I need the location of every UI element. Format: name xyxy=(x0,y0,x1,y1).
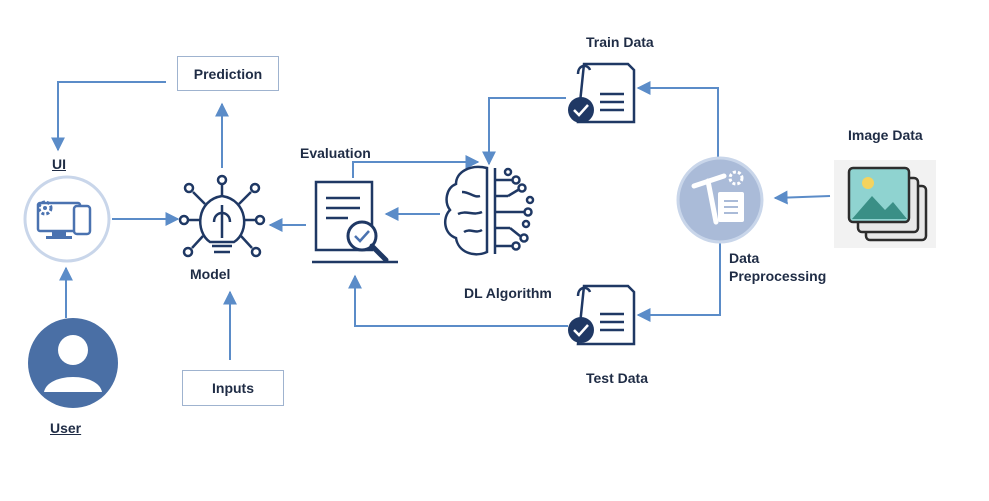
checked-document-icon xyxy=(568,284,636,346)
arrow-evaluation-to-dl xyxy=(352,155,480,178)
image-data-label: Image Data xyxy=(848,127,923,143)
user-avatar-icon xyxy=(28,318,118,408)
arrow-prediction-to-ui xyxy=(51,81,166,152)
arrow-preprocessing-to-train xyxy=(636,81,719,160)
arrow-test-to-evaluation xyxy=(348,274,568,327)
prediction-label: Prediction xyxy=(193,65,263,82)
neural-brain-icon xyxy=(443,165,535,256)
ui-label: UI xyxy=(52,156,66,172)
inputs-label: Inputs xyxy=(212,380,254,396)
devices-icon xyxy=(23,175,111,263)
image-stack-icon xyxy=(834,160,936,248)
inputs-box: Inputs xyxy=(182,370,284,406)
checked-document-icon xyxy=(568,62,636,124)
ai-brain-bulb-icon xyxy=(178,174,266,258)
prediction-box: Prediction xyxy=(177,56,279,91)
user-label: User xyxy=(50,420,82,436)
evaluation-label: Evaluation xyxy=(300,145,371,161)
data-preprocessing-label-line1: Data xyxy=(729,250,760,266)
tools-document-icon xyxy=(676,156,764,244)
model-label: Model xyxy=(190,266,231,282)
train-data-label: Train Data xyxy=(586,34,654,50)
test-data-label: Test Data xyxy=(586,370,648,386)
arrow-preprocessing-to-test xyxy=(636,242,721,322)
document-review-icon xyxy=(312,180,398,264)
data-preprocessing-label-line2: Preprocessing xyxy=(729,268,827,284)
dl-algorithm-label: DL Algorithm xyxy=(464,285,552,301)
arrow-train-to-dl xyxy=(482,97,566,166)
arrow-image-to-preprocessing xyxy=(773,190,831,205)
